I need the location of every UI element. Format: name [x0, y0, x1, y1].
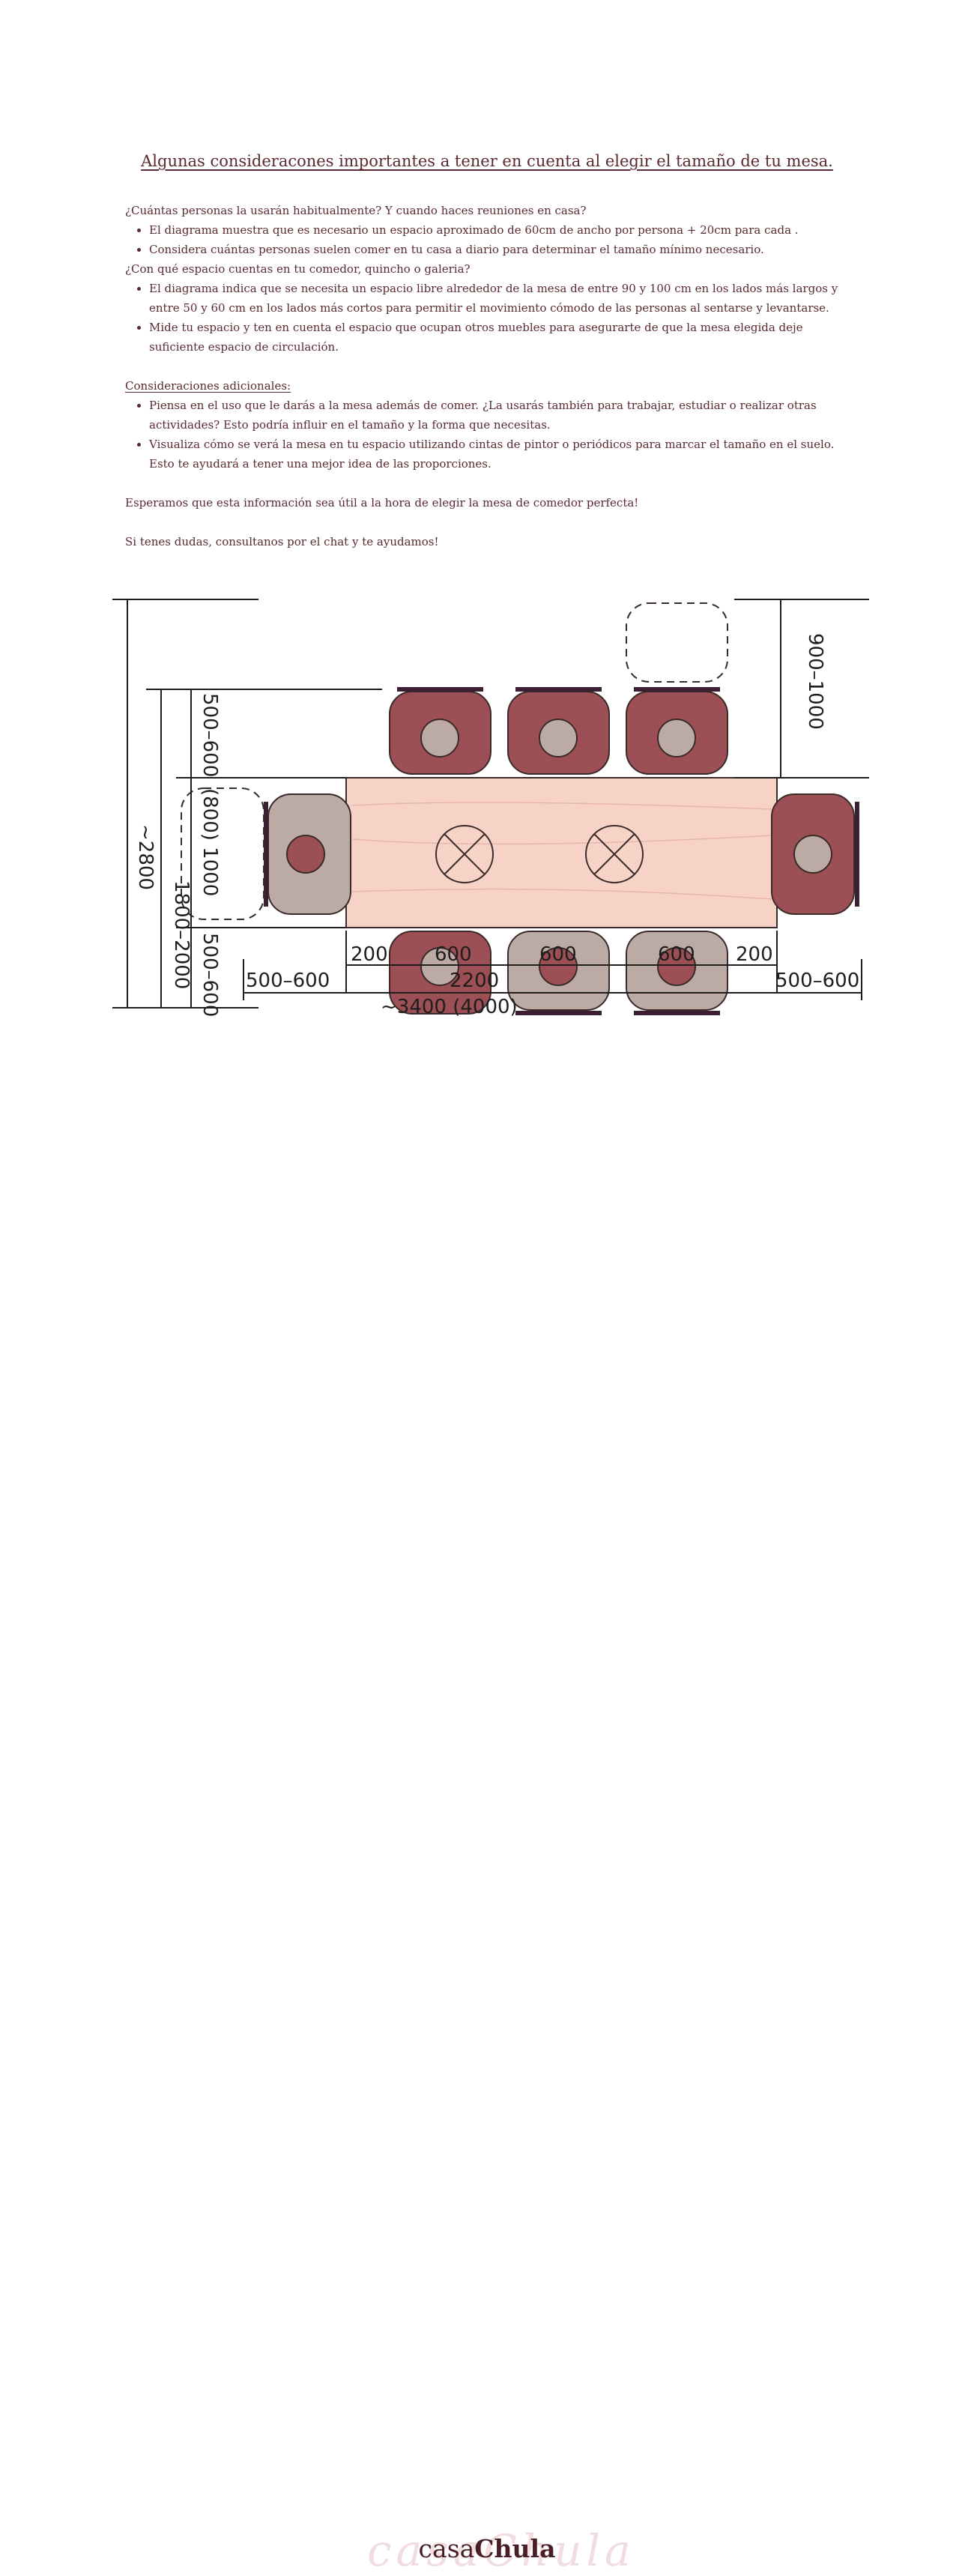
- dim-label-bottom-200-left: 200: [351, 943, 388, 966]
- additional-heading: Consideraciones adicionales:: [125, 379, 291, 393]
- dim-label-bottom-600-a: 600: [435, 943, 472, 966]
- list-item: El diagrama muestra que es necesario un …: [149, 220, 844, 240]
- dim-label-left-lower: 500–600: [199, 933, 221, 1017]
- list-item: Piensa en el uso que le darás a la mesa …: [149, 396, 844, 435]
- brand-logo: casaChula casaChula: [0, 1259, 974, 2576]
- bullet-list-people: El diagrama muestra que es necesario un …: [125, 220, 844, 259]
- logo-wordmark: casaChula: [0, 2534, 974, 2563]
- chair-top-1: [389, 687, 491, 775]
- chair-bottom-3: [626, 931, 728, 1015]
- question-space: ¿Con qué espacio cuentas en tu comedor, …: [125, 262, 471, 276]
- center-marker: [435, 825, 494, 883]
- dim-label-left-upper: 500–600: [199, 693, 221, 777]
- chair-pulled-out-left: [181, 787, 264, 920]
- article-body: ¿Cuántas personas la usarán habitualment…: [125, 201, 844, 551]
- logo-prefix: casa: [418, 2534, 475, 2563]
- logo-suffix: Chula: [474, 2534, 556, 2563]
- dim-label-bottom-right-clear: 500–600: [775, 970, 859, 992]
- list-item: El diagrama indica que se necesita un es…: [149, 279, 844, 318]
- chair-pulled-out-top: [626, 602, 728, 683]
- list-item: Mide tu espacio y ten en cuenta el espac…: [149, 318, 844, 357]
- dim-label-top-right: 900–1000: [804, 633, 826, 730]
- chair-bottom-2: [507, 931, 610, 1015]
- dimension-lines: [112, 599, 869, 1009]
- closing-message: Esperamos que esta información sea útil …: [125, 496, 639, 510]
- dim-label-left-table: 1800–2000: [170, 880, 193, 989]
- question-people: ¿Cuántas personas la usarán habitualment…: [125, 204, 587, 217]
- list-item: Visualiza cómo se verá la mesa en tu esp…: [149, 435, 844, 474]
- dim-label-bottom-left-clear: 500–600: [246, 970, 330, 992]
- chair-top-2: [507, 687, 610, 775]
- center-marker: [585, 825, 644, 883]
- dim-label-bottom-total: ~3400 (4000): [381, 996, 518, 1018]
- table-wood-grain: [351, 802, 772, 900]
- dim-label-bottom-table: 2200: [450, 970, 499, 992]
- chair-right-end: [771, 793, 859, 915]
- help-message: Si tenes dudas, consultanos por el chat …: [125, 535, 439, 548]
- chair-left-end: [264, 793, 351, 915]
- dim-label-bottom-200-right: 200: [736, 943, 773, 966]
- page-title: Algunas consideracones importantes a ten…: [141, 152, 833, 170]
- dim-label-bottom-600-c: 600: [658, 943, 695, 966]
- dim-label-bottom-600-b: 600: [539, 943, 577, 966]
- dim-label-left-total: ~2800: [134, 824, 157, 890]
- dim-label-left-middle: (800) 1000: [199, 788, 221, 896]
- chair-top-3: [626, 687, 728, 775]
- bullet-list-additional: Piensa en el uso que le darás a la mesa …: [125, 396, 844, 474]
- bullet-list-space: El diagrama indica que se necesita un es…: [125, 279, 844, 357]
- dining-table-diagram: 900–1000 500–600 (800) 1000 500–600 1800…: [112, 599, 869, 1018]
- table-top: [345, 777, 778, 928]
- list-item: Considera cuántas personas suelen comer …: [149, 240, 844, 259]
